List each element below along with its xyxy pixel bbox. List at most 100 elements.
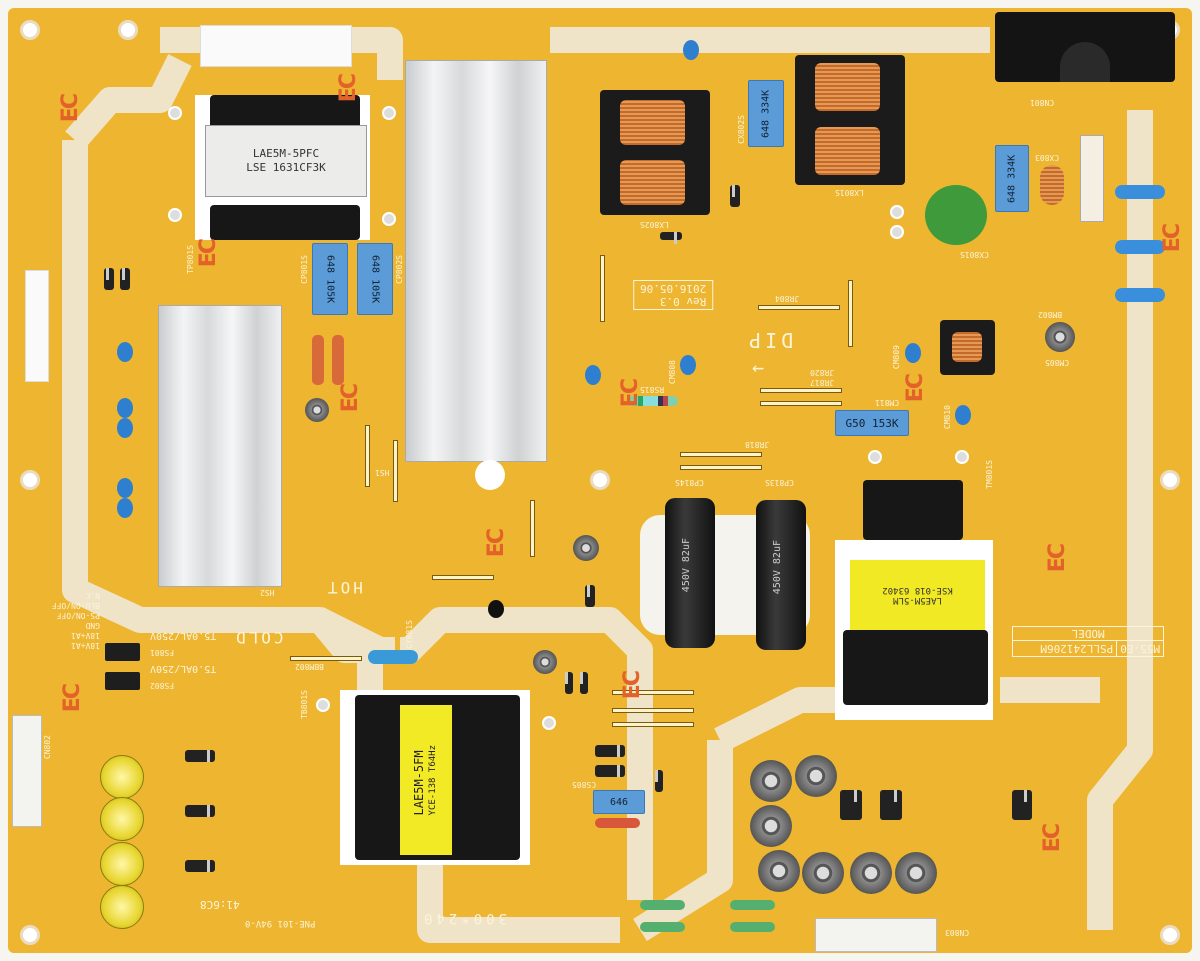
ref-designator: TP801S (186, 245, 195, 274)
pin-label: PS-ON/OFF (56, 611, 100, 620)
ec-mark: EC (338, 385, 363, 413)
solder-pad (316, 698, 330, 712)
jumper-wire (848, 280, 853, 347)
electrolytic-capacitor (100, 885, 144, 929)
electrolytic-capacitor (758, 850, 800, 892)
ref-designator: TM801S (985, 460, 994, 489)
ref-designator: RS815 (640, 385, 665, 394)
ref-designator: FS801 (150, 648, 175, 657)
solder-pad (382, 212, 396, 226)
film-capacitor: G50 153K (835, 410, 909, 436)
mounting-hole (20, 20, 40, 40)
ref-designator: CX802S (737, 115, 746, 144)
dip-arrow-icon: ← (752, 355, 765, 379)
fuse-rating: T5.0AL/250V (150, 630, 217, 641)
diode (730, 185, 740, 207)
ref-designator: BBM802 (295, 662, 324, 671)
ref-designator: CM805 (1045, 358, 1070, 367)
fuse-fs802 (105, 672, 140, 690)
jumper-wire (612, 722, 694, 727)
jumper-wire (290, 656, 362, 661)
inductor (1040, 165, 1064, 205)
jumper-wire (600, 255, 605, 322)
film-capacitor: 648 105K (312, 243, 348, 315)
diode (660, 232, 682, 244)
electrolytic-capacitor (895, 852, 937, 894)
mounting-hole (590, 470, 610, 490)
pin-label: 18V+A1 (71, 641, 100, 650)
solder-pad (890, 205, 904, 219)
jumper-wire (393, 440, 398, 502)
ref-designator: TB801S (300, 690, 309, 719)
ceramic-capacitor (680, 355, 696, 375)
ref-designator: LX802S (640, 220, 669, 229)
ec-mark: EC (336, 75, 361, 103)
ref-designator: HS2 (260, 588, 275, 597)
ec-mark: EC (1040, 825, 1065, 853)
solder-pad (168, 106, 182, 120)
jumper-wire (530, 500, 535, 557)
solder-pad (890, 225, 904, 239)
y-capacitor (683, 40, 699, 60)
solder-pad (382, 106, 396, 120)
resistor (730, 922, 775, 932)
resistor (628, 396, 678, 406)
ec-mark: EC (60, 685, 85, 713)
electrolytic-capacitor (100, 842, 144, 886)
ec-mark: EC (903, 375, 928, 403)
pin-label: 18V+A1 (71, 631, 100, 640)
serial-sticker (200, 25, 352, 67)
ceramic-capacitor (117, 478, 133, 498)
llc-transformer-label-line1: LAE5M-5LM (893, 595, 942, 605)
model-code: M55-E0 (1116, 641, 1163, 656)
llc-transformer-label-line2: KSE-018 63402 (882, 585, 953, 595)
ceramic-capacitor (117, 398, 133, 418)
transistor (488, 600, 504, 618)
mounting-hole (20, 470, 40, 490)
ec-mark: EC (58, 95, 83, 123)
cold-label: COLD (233, 628, 284, 647)
ec-mark: EC (196, 240, 221, 268)
revision-date: 2016.05.06 (640, 282, 707, 295)
electrolytic-capacitor (802, 852, 844, 894)
solder-pad (168, 208, 182, 222)
ref-designator: CN802 (43, 735, 52, 760)
pfc-transformer: LAE5M-5PFC LSE 1631CF3K (195, 95, 370, 240)
small-choke (940, 320, 995, 375)
solder-pad (955, 450, 969, 464)
ceramic-capacitor (117, 342, 133, 362)
diode (595, 765, 625, 777)
ref-designator: CX803 (1035, 153, 1060, 162)
ref-designator: LX801S (835, 188, 864, 197)
connector-pin-legend: 18V+A1 18V+A1 GND PS-ON/OFF BLU-ON/OFF N… (30, 590, 100, 650)
heatsink-primary (405, 60, 547, 462)
ec-mark: EC (1045, 545, 1070, 573)
pin-label: BLU-ON/OFF (51, 601, 100, 610)
jumper-wire (432, 575, 494, 580)
ref-designator: CY881S (405, 620, 414, 649)
diode (580, 672, 588, 694)
resistor (595, 818, 640, 828)
mounting-hole (118, 20, 138, 40)
diode (185, 750, 215, 762)
ceramic-capacitor (585, 365, 601, 385)
ref-designator: JR817 (810, 378, 835, 387)
jumper-wire (365, 425, 370, 487)
hot-label: HOT (325, 578, 363, 597)
barcode-sticker (25, 270, 49, 382)
resistor (312, 335, 324, 385)
model-heading: MODEL (1071, 627, 1105, 640)
ref-designator: CS805 (572, 780, 597, 789)
solder-pad (542, 716, 556, 730)
ceramic-capacitor (905, 343, 921, 363)
electrolytic-capacitor (850, 852, 892, 894)
ref-designator: CN801 (1030, 98, 1055, 107)
ref-designator: CP802S (395, 255, 404, 284)
fuse-rating: T5.0AL/250V (150, 663, 217, 674)
solder-pad (868, 450, 882, 464)
jumper-wire (760, 401, 842, 406)
film-capacitor: 648 334K (748, 80, 784, 147)
standby-transformer: LAE5M-5FM YCE-138 T64Hz (340, 690, 530, 865)
resistor (730, 900, 775, 910)
